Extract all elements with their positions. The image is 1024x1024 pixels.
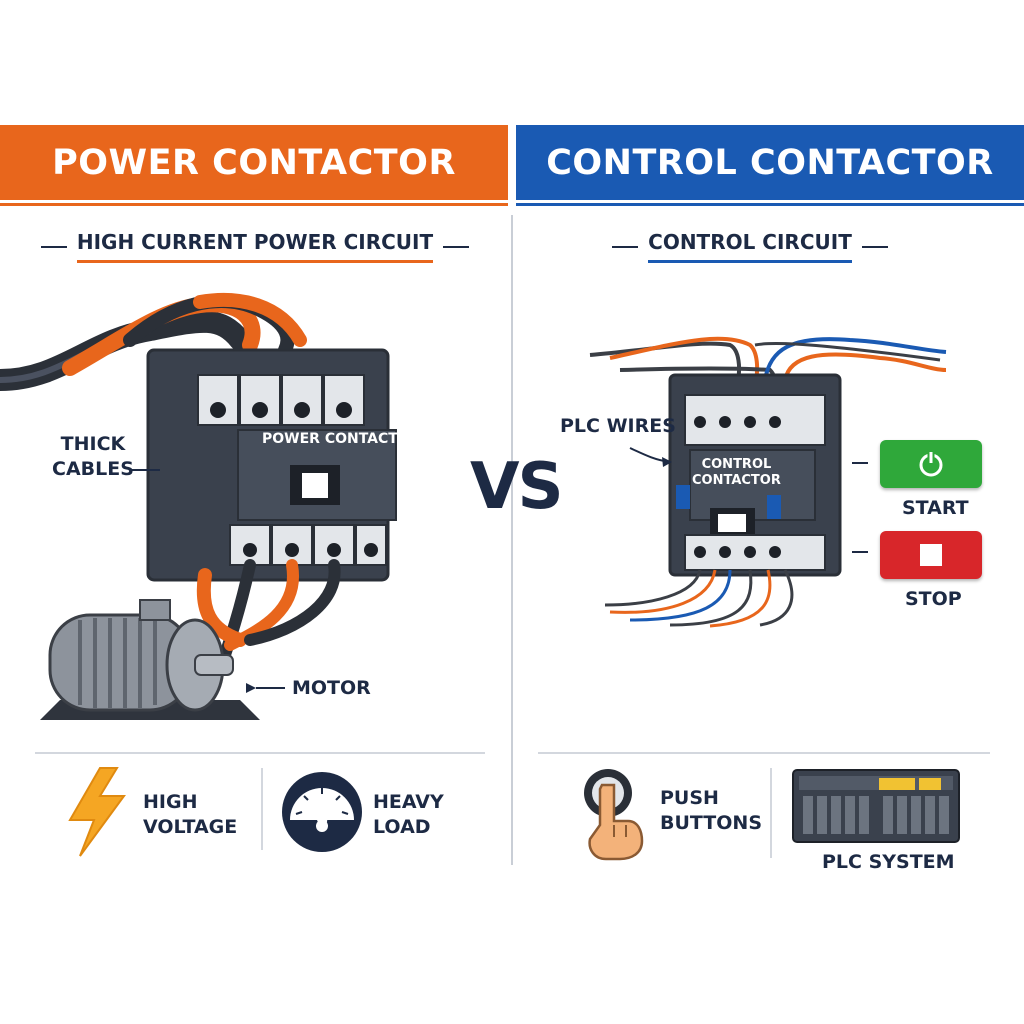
control-subtitle: CONTROL CIRCUIT	[540, 230, 960, 263]
power-contactor-banner: POWER CONTACTOR	[0, 125, 508, 206]
right-features-divider	[538, 752, 990, 754]
push-buttons-label: PUSH BUTTONS	[660, 787, 763, 834]
power-icon	[919, 451, 943, 477]
left-features-divider	[35, 752, 485, 754]
power-subtitle: HIGH CURRENT POWER CIRCUIT	[30, 230, 480, 263]
thick-cables-callout: THICK CABLES	[52, 433, 134, 480]
heavy-load-label: HEAVY LOAD	[373, 791, 444, 838]
plc-system-label: PLC SYSTEM	[822, 851, 955, 873]
motor-callout: MOTOR	[292, 677, 371, 699]
stop-button[interactable]	[880, 531, 982, 579]
right-features-separator	[770, 768, 772, 858]
control-contactor-banner: CONTROL CONTACTOR	[516, 125, 1024, 206]
power-contactor-illustration	[0, 292, 397, 720]
start-label: START	[902, 497, 969, 519]
gauge-icon	[282, 772, 362, 852]
motor-icon	[40, 599, 260, 720]
control-contactor-illustration	[589, 336, 947, 628]
control-contactor-device-label: CONTROL CONTACTOR	[692, 457, 781, 488]
push-button-hand-icon	[584, 769, 644, 861]
stop-icon	[920, 544, 942, 566]
versus-label: VS	[470, 450, 564, 524]
left-features-separator	[261, 768, 263, 850]
start-button[interactable]	[880, 440, 982, 488]
stop-label: STOP	[905, 588, 962, 610]
high-voltage-label: HIGH VOLTAGE	[143, 791, 238, 838]
plc-wires-callout: PLC WIRES	[560, 415, 676, 437]
power-contactor-device-label: POWER CONTACTOR	[262, 431, 421, 447]
plc-rack-icon	[792, 769, 960, 843]
lightning-icon	[68, 767, 126, 857]
center-divider	[511, 215, 513, 865]
control-contactor-title: CONTROL CONTACTOR	[546, 142, 994, 183]
power-contactor-title: POWER CONTACTOR	[52, 142, 456, 183]
